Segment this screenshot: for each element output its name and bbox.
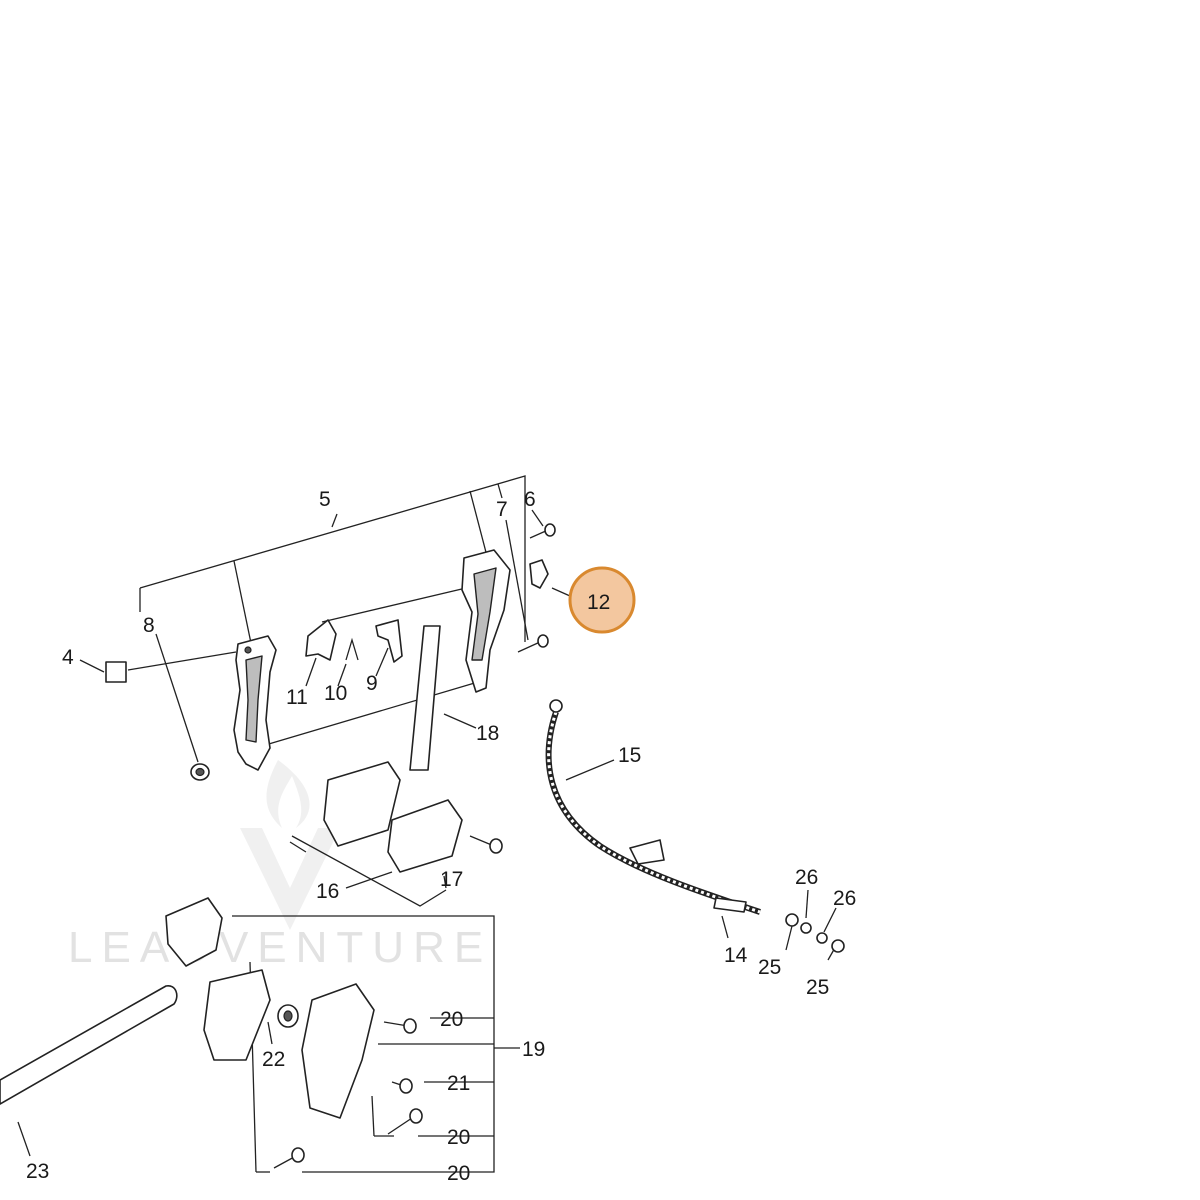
- label-25b: 25: [806, 976, 829, 999]
- label-5: 5: [319, 488, 331, 511]
- label-18: 18: [476, 722, 499, 745]
- part-16-housing: [323, 761, 401, 847]
- part-17-plate: [387, 799, 463, 873]
- bolts-20-21: [273, 1018, 423, 1169]
- part-11-trigger: [305, 619, 337, 661]
- part-6-screw-top: [529, 523, 556, 539]
- label-26a: 26: [795, 866, 818, 889]
- label-4: 4: [62, 646, 74, 669]
- label-25a: 25: [758, 956, 781, 979]
- part-10-spring: [345, 637, 359, 661]
- label-10: 10: [324, 682, 347, 705]
- label-20b: 20: [447, 1126, 470, 1149]
- watermark-logo: [240, 760, 340, 930]
- part-14-adjuster: [713, 897, 747, 913]
- label-20c: 20: [447, 1162, 470, 1185]
- label-16: 16: [316, 880, 339, 903]
- label-20a: 20: [440, 1008, 463, 1031]
- part-22-sleeve: [277, 1004, 299, 1028]
- leader-lines: [17, 475, 837, 1173]
- part-handle-right: [461, 549, 511, 693]
- label-23: 23: [26, 1160, 49, 1183]
- part-handle-left: [233, 635, 277, 771]
- label-12: 12: [587, 591, 610, 614]
- part-4-square: [105, 661, 127, 683]
- part-18-tube: [409, 625, 441, 771]
- part-bracket-block: [165, 897, 223, 967]
- part-17-bolt: [469, 835, 503, 854]
- watermark: LEADVENTURE: [68, 760, 492, 972]
- part-25-26-hardware: [785, 913, 845, 953]
- part-19-mount-right: [301, 983, 375, 1119]
- part-8-nut: [190, 763, 210, 781]
- label-14: 14: [724, 944, 748, 967]
- part-15-cable: [545, 699, 761, 915]
- label-17: 17: [440, 868, 463, 891]
- label-11: 11: [286, 686, 308, 709]
- part-22-mount-left: [203, 969, 271, 1061]
- label-22: 22: [262, 1048, 285, 1071]
- label-26b: 26: [833, 887, 856, 910]
- label-9: 9: [366, 672, 378, 695]
- label-6: 6: [524, 488, 536, 511]
- label-19: 19: [522, 1038, 545, 1061]
- part-labels: 5 7 6 8 4 11 10 9 12 18 15 16 17 14 25 2…: [26, 488, 856, 1185]
- part-screw-lower: [517, 634, 549, 653]
- part-9-lever: [375, 619, 403, 663]
- label-7: 7: [496, 498, 508, 521]
- label-15: 15: [618, 744, 641, 767]
- watermark-text: LEADVENTURE: [68, 923, 492, 972]
- highlight-circle: [570, 568, 634, 632]
- part-12-clip: [529, 559, 549, 589]
- label-8: 8: [143, 614, 155, 637]
- part-23-shaft: [0, 985, 178, 1105]
- label-21: 21: [447, 1072, 470, 1095]
